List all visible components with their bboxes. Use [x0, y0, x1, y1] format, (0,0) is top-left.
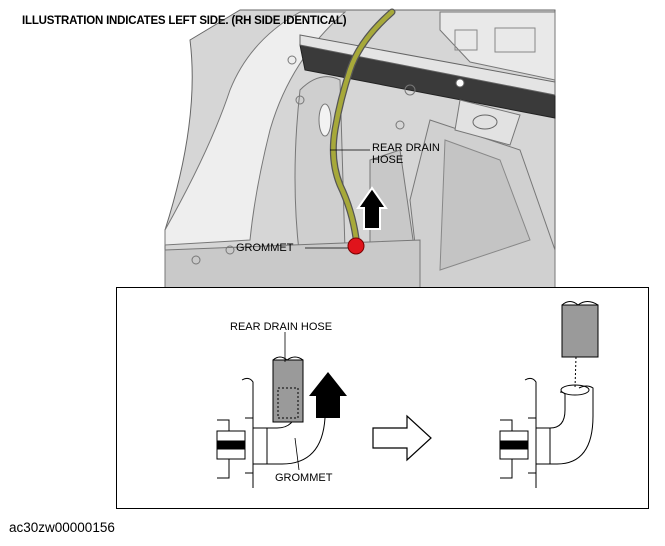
- detail-inset: REAR DRAIN HOSE GROMMET: [116, 287, 649, 509]
- next-step-arrow-icon: [372, 414, 432, 462]
- grommet-callout: GROMMET: [236, 242, 294, 254]
- illustration-note: ILLUSTRATION INDICATES LEFT SIDE. (RH SI…: [22, 15, 347, 27]
- hose-segment-removed: [561, 304, 599, 358]
- rear-drain-hose-callout: REAR DRAIN HOSE: [372, 142, 440, 166]
- removal-detail-diagram: [216, 301, 599, 488]
- removed-state: [499, 377, 594, 488]
- vehicle-pillar-illustration: [164, 8, 556, 289]
- grommet-marker: [347, 237, 365, 255]
- image-code: ac30zw00000156: [9, 520, 115, 535]
- inset-rear-drain-hose-label: REAR DRAIN HOSE: [230, 321, 333, 333]
- pull-up-arrow-icon: [309, 372, 347, 418]
- inset-grommet-label: GROMMET: [275, 472, 333, 484]
- up-arrow-icon: [356, 186, 388, 230]
